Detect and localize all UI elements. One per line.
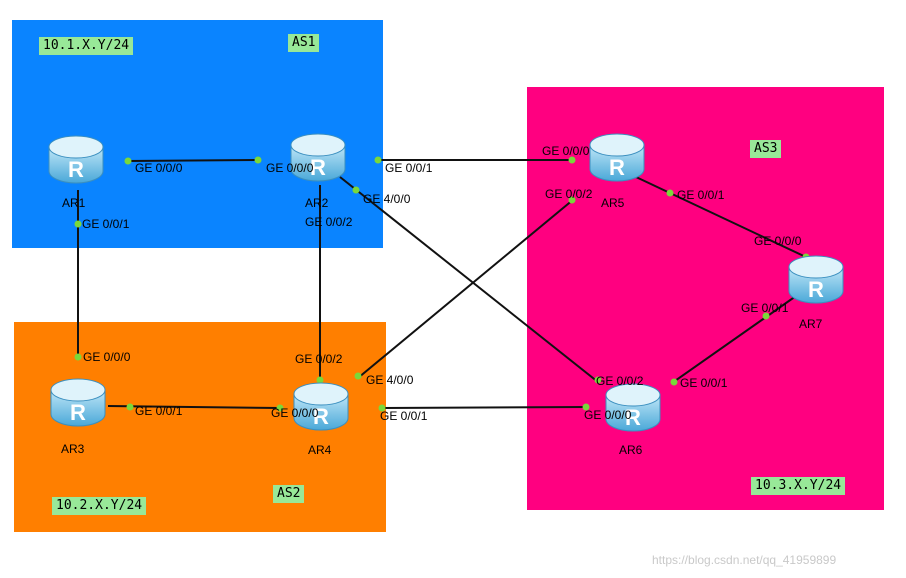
link-ar3-ar4 [107, 405, 281, 409]
iface-ar7-ge000: GE 0/0/0 [754, 234, 802, 248]
port-ar5-ge002 [568, 196, 576, 204]
iface-ar3-ge001: GE 0/0/1 [135, 404, 183, 418]
port-ar3-ge000 [74, 353, 82, 361]
link-ar1-ar2 [125, 159, 259, 162]
as1-subnet-tag: 10.1.X.Y/24 [39, 37, 134, 55]
as2-name-tag: AS2 [273, 485, 305, 503]
router-icon: R [788, 255, 844, 304]
router-ar2[interactable]: R [289, 131, 347, 183]
iface-ar3-ge000: GE 0/0/0 [83, 350, 131, 364]
port-ar6-ge001 [670, 378, 678, 386]
svg-text:R: R [310, 155, 326, 180]
router-label-ar7: AR7 [799, 317, 823, 331]
router-icon: R [50, 378, 106, 427]
router-label-ar6: AR6 [619, 443, 643, 457]
link-ar6-ar7 [671, 295, 797, 384]
iface-ar6-ge002: GE 0/0/2 [596, 374, 644, 388]
port-ar4-ge002 [316, 376, 324, 384]
port-ar1-ge000 [124, 157, 132, 165]
as2-subnet-tag: 10.2.X.Y/24 [52, 497, 147, 515]
router-icon: R [293, 382, 349, 431]
svg-text:R: R [808, 277, 824, 302]
router-label-ar5: AR5 [601, 196, 625, 210]
iface-ar2-ge000: GE 0/0/0 [266, 161, 314, 175]
port-ar4-ge001 [378, 404, 386, 412]
link-ar2-ar6 [339, 176, 599, 383]
link-ar4-ar6 [381, 406, 587, 409]
port-ar4-ge400 [354, 372, 362, 380]
as1-name-tag: AS1 [288, 34, 320, 52]
router-ar1[interactable]: R [47, 133, 105, 185]
router-label-ar2: AR2 [305, 196, 329, 210]
svg-text:R: R [625, 405, 641, 430]
svg-text:R: R [68, 157, 84, 182]
router-icon: R [48, 135, 104, 184]
iface-ar4-ge002: GE 0/0/2 [295, 352, 343, 366]
iface-ar5-ge001: GE 0/0/1 [677, 188, 725, 202]
iface-ar7-ge001: GE 0/0/1 [741, 301, 789, 315]
iface-ar6-ge000: GE 0/0/0 [584, 408, 632, 422]
port-ar6-ge000 [582, 403, 590, 411]
router-ar4[interactable]: R [292, 380, 350, 432]
port-ar5-ge001 [666, 189, 674, 197]
port-ar6-ge002 [594, 376, 602, 384]
port-ar3-ge001 [126, 403, 134, 411]
router-icon: R [589, 133, 645, 182]
iface-ar1-ge000: GE 0/0/0 [135, 161, 183, 175]
router-ar3[interactable]: R [49, 376, 107, 428]
router-label-ar3: AR3 [61, 442, 85, 456]
as3-name-tag: AS3 [750, 140, 782, 158]
iface-ar5-ge002: GE 0/0/2 [545, 187, 593, 201]
svg-text:R: R [313, 404, 329, 429]
as3-subnet-tag: 10.3.X.Y/24 [751, 477, 846, 495]
router-ar6[interactable]: R [604, 381, 662, 433]
router-ar5[interactable]: R [588, 131, 646, 183]
port-ar7-ge001 [762, 312, 770, 320]
router-ar7[interactable]: R [787, 253, 845, 305]
iface-ar1-ge001: GE 0/0/1 [82, 217, 130, 231]
iface-ar5-ge000: GE 0/0/0 [542, 144, 590, 158]
port-ar4-ge000 [276, 404, 284, 412]
router-icon: R [605, 383, 661, 432]
iface-ar4-ge001: GE 0/0/1 [380, 409, 428, 423]
iface-ar4-ge400: GE 4/0/0 [366, 373, 414, 387]
router-label-ar1: AR1 [62, 196, 86, 210]
iface-ar6-ge001: GE 0/0/1 [680, 376, 728, 390]
link-ar5-ar7 [635, 176, 809, 259]
link-ar4-ar5 [357, 198, 575, 379]
iface-ar2-ge400: GE 4/0/0 [363, 192, 411, 206]
port-ar2-ge400 [352, 186, 360, 194]
router-icon: R [290, 133, 346, 182]
svg-text:R: R [70, 400, 86, 425]
port-ar2-ge001 [374, 156, 382, 164]
port-ar1-ge001 [74, 220, 82, 228]
iface-ar2-ge002: GE 0/0/2 [305, 215, 353, 229]
router-label-ar4: AR4 [308, 443, 332, 457]
svg-text:R: R [609, 155, 625, 180]
iface-ar2-ge001: GE 0/0/1 [385, 161, 433, 175]
port-ar5-ge000 [568, 156, 576, 164]
iface-ar4-ge000: GE 0/0/0 [271, 406, 319, 420]
watermark: https://blog.csdn.net/qq_41959899 [652, 553, 837, 567]
port-ar2-ge000 [254, 156, 262, 164]
